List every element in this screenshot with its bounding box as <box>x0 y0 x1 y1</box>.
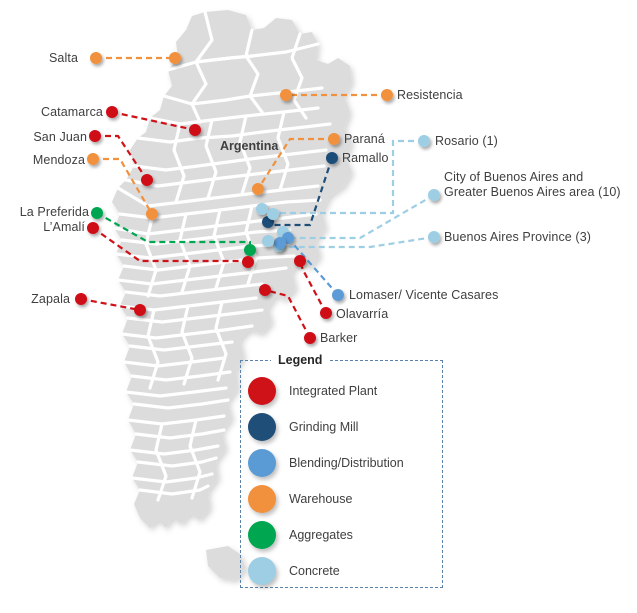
label-text: Ramallo <box>342 151 389 165</box>
label-dot-bs-as-province <box>428 231 440 243</box>
site-dot-rosario <box>256 203 268 215</box>
label-dot-lomaser <box>332 289 344 301</box>
legend-swatch-concrete <box>248 557 276 585</box>
legend-box <box>240 360 443 588</box>
leader-line-bs-as-province <box>279 235 435 249</box>
label-dot-caba-gba <box>428 189 440 201</box>
label-dot-catamarca <box>106 106 118 118</box>
legend-swatch-warehouse <box>248 485 276 513</box>
site-dot-barker <box>259 284 271 296</box>
leader-line-zapala <box>80 297 141 312</box>
legend-item: Blending/Distribution <box>248 449 404 477</box>
legend-swatch-grinding-mill <box>248 413 276 441</box>
leader-line-caba-gba <box>283 194 435 240</box>
label-olavarria: Olavarría <box>336 307 388 322</box>
country-label: Argentina <box>220 139 279 153</box>
legend-label: Grinding Mill <box>289 420 359 434</box>
site-dot-parana <box>252 183 264 195</box>
label-text: Salta <box>49 51 78 65</box>
site-dot-la-preferida <box>244 244 256 256</box>
legend-label: Concrete <box>289 564 340 578</box>
label-rosario: Rosario (1) <box>435 134 498 149</box>
label-text: Mendoza <box>32 153 85 167</box>
label-dot-olavarria <box>320 307 332 319</box>
site-dot-olavarria <box>294 255 306 267</box>
label-la-preferida: La Preferida <box>20 205 89 220</box>
label-text: La Preferida <box>19 205 89 219</box>
legend-item: Integrated Plant <box>248 377 377 405</box>
site-dot-san-juan <box>141 174 153 186</box>
label-dot-rosario <box>418 135 430 147</box>
legend-title: Legend <box>271 353 330 367</box>
leader-line-parana <box>257 137 334 190</box>
tierra-del-fuego <box>206 546 246 580</box>
site-dot-extra-1 <box>274 237 286 249</box>
site-dot-resistencia <box>280 89 292 101</box>
site-dot-catamarca <box>189 124 201 136</box>
label-san-juan: San Juan <box>33 130 87 145</box>
legend-swatch-integrated-plant <box>248 377 276 405</box>
label-mendoza: Mendoza <box>33 153 85 168</box>
label-salta: Salta <box>49 51 78 66</box>
site-dot-zapala <box>134 304 146 316</box>
site-markers <box>75 52 440 344</box>
site-dot-salta <box>169 52 181 64</box>
label-text: City of Buenos Aires and <box>444 170 584 184</box>
label-dot-ramallo <box>326 152 338 164</box>
legend-item: Concrete <box>248 557 340 585</box>
label-dot-zapala <box>75 293 87 305</box>
label-dot-lamali <box>87 222 99 234</box>
label-dot-san-juan <box>89 130 101 142</box>
label-dot-resistencia <box>381 89 393 101</box>
label-dot-barker <box>304 332 316 344</box>
label-text: Olavarría <box>336 307 389 321</box>
label-catamarca: Catamarca <box>41 105 103 120</box>
label-dot-mendoza <box>87 153 99 165</box>
leader-line-catamarca <box>111 110 196 132</box>
legend-item: Warehouse <box>248 485 352 513</box>
label-text: Catamarca <box>40 105 103 119</box>
site-dot-extra-0 <box>267 208 279 220</box>
site-dot-mendoza <box>146 208 158 220</box>
label-text: Barker <box>320 331 358 345</box>
leader-line-lomaser <box>287 237 339 296</box>
label-lamali: L’Amalí <box>43 220 85 235</box>
legend-label: Blending/Distribution <box>289 456 404 470</box>
site-dot-extra-2 <box>262 235 274 247</box>
legend-label: Warehouse <box>289 492 353 506</box>
leader-line-san-juan <box>95 134 148 181</box>
label-text: Lomaser/ Vicente Casares <box>349 288 499 302</box>
label-zapala: Zapala <box>31 292 70 307</box>
legend-label: Aggregates <box>289 528 353 542</box>
label-ramallo: Ramallo <box>342 151 389 166</box>
label-text: L’Amalí <box>43 220 85 234</box>
label-text: Zapala <box>31 292 70 306</box>
label-text: Paraná <box>344 132 385 146</box>
label-text: Rosario (1) <box>435 134 498 148</box>
site-dot-lamali <box>242 256 254 268</box>
label-text: Buenos Aires Province (3) <box>444 230 592 244</box>
leader-line-barker <box>264 288 311 339</box>
label-text: San Juan <box>33 130 87 144</box>
legend-label: Integrated Plant <box>289 384 378 398</box>
label-dot-la-preferida <box>91 207 103 219</box>
label-parana: Paraná <box>344 132 385 147</box>
label-lomaser: Lomaser/ Vicente Casares <box>349 288 498 303</box>
province-borders <box>112 10 332 502</box>
leader-line-rosario <box>262 139 424 215</box>
legend-swatch-aggregates <box>248 521 276 549</box>
legend-item: Grinding Mill <box>248 413 358 441</box>
label-text-line2: Greater Buenos Aires area (10) <box>444 185 621 199</box>
label-text: Resistencia <box>397 88 463 102</box>
label-barker: Barker <box>320 331 357 346</box>
legend-item: Aggregates <box>248 521 353 549</box>
legend-swatch-blending-distribution <box>248 449 276 477</box>
label-bs-as-province: Buenos Aires Province (3) <box>444 230 591 245</box>
leader-line-olavarria <box>298 260 327 314</box>
label-resistencia: Resistencia <box>397 88 463 103</box>
label-dot-parana <box>328 133 340 145</box>
label-dot-salta <box>90 52 102 64</box>
